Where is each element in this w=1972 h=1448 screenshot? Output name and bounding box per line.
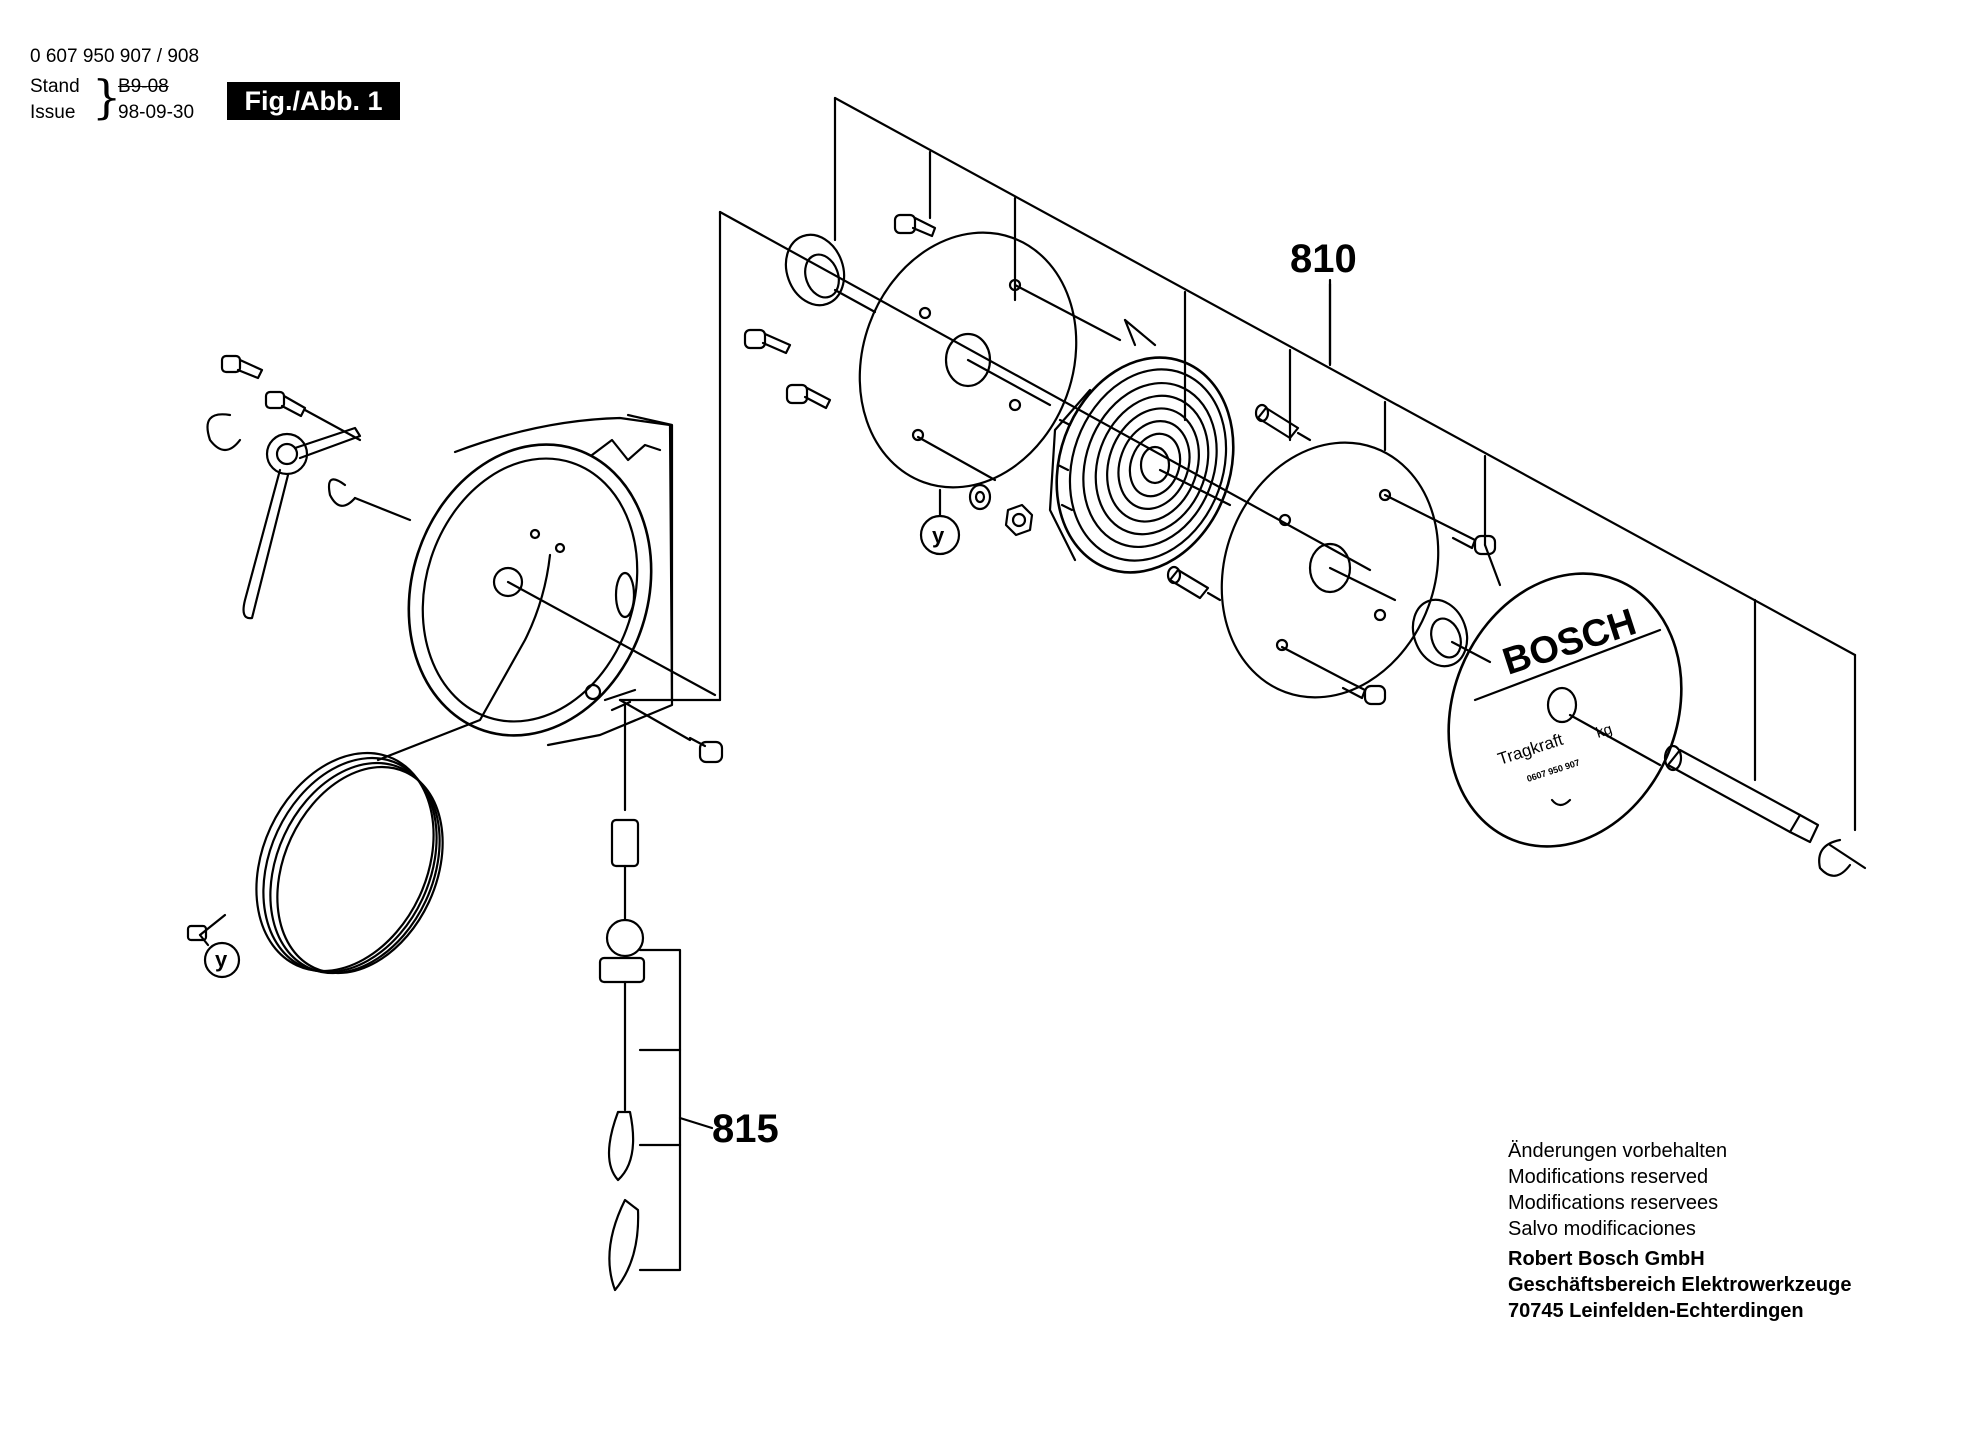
bearing-ring	[784, 233, 877, 314]
spring-housing	[407, 413, 717, 747]
callout-810: 810	[1290, 237, 1357, 281]
ref-y-left	[198, 933, 241, 979]
flange-plate-rear	[1220, 441, 1457, 699]
cover-capacity-label: Tragkraft	[1495, 730, 1565, 769]
bearing-ring-rear	[1411, 598, 1492, 668]
hanging-assembly	[598, 703, 714, 1292]
housing-screw	[618, 698, 724, 764]
cover-part-no: 0607 950 907	[1526, 757, 1581, 784]
cover-plate	[1447, 572, 1683, 848]
part-number: 0 607 950 907 / 908	[30, 46, 200, 67]
ref-y-right-label: y	[932, 523, 945, 548]
footer-company: Robert Bosch GmbH	[1508, 1248, 1705, 1270]
footer-line-1: Änderungen vorbehalten	[1508, 1140, 1728, 1162]
callout-815: 815	[712, 1107, 779, 1151]
spiral-spring	[1048, 356, 1235, 574]
figure-label: Fig./Abb. 1	[227, 82, 400, 120]
issue-label: Issue	[30, 102, 76, 123]
cable-coil	[186, 553, 552, 975]
spring-pins	[1166, 403, 1312, 602]
brace-icon: }	[92, 70, 122, 124]
top-screws	[743, 213, 937, 410]
footer-line-4: Salvo modificaciones	[1508, 1218, 1696, 1240]
shaft	[1663, 744, 1820, 844]
cover-brand: BOSCH	[1498, 601, 1641, 683]
left-screws	[206, 354, 412, 620]
footer-division: Geschäftsbereich Elektrowerkzeuge	[1508, 1274, 1852, 1296]
footer-address: 70745 Leinfelden-Echterdingen	[1508, 1300, 1804, 1322]
rear-screws	[1341, 528, 1497, 706]
end-circlip	[1818, 838, 1867, 877]
footer-line-3: Modifications reservees	[1508, 1192, 1719, 1214]
stand-label: Stand	[30, 76, 80, 97]
ref-y-left-label: y	[215, 947, 228, 972]
issue-value: 98-09-30	[118, 102, 195, 123]
flange-plate-front	[858, 231, 1122, 489]
ref-y-right	[919, 514, 961, 556]
stand-value: B9-08	[118, 76, 169, 97]
bracket-810	[618, 96, 1857, 832]
cover-unit: kg	[1594, 721, 1614, 742]
washer-nut	[938, 483, 1034, 537]
footer-line-2: Modifications reserved	[1508, 1166, 1709, 1188]
